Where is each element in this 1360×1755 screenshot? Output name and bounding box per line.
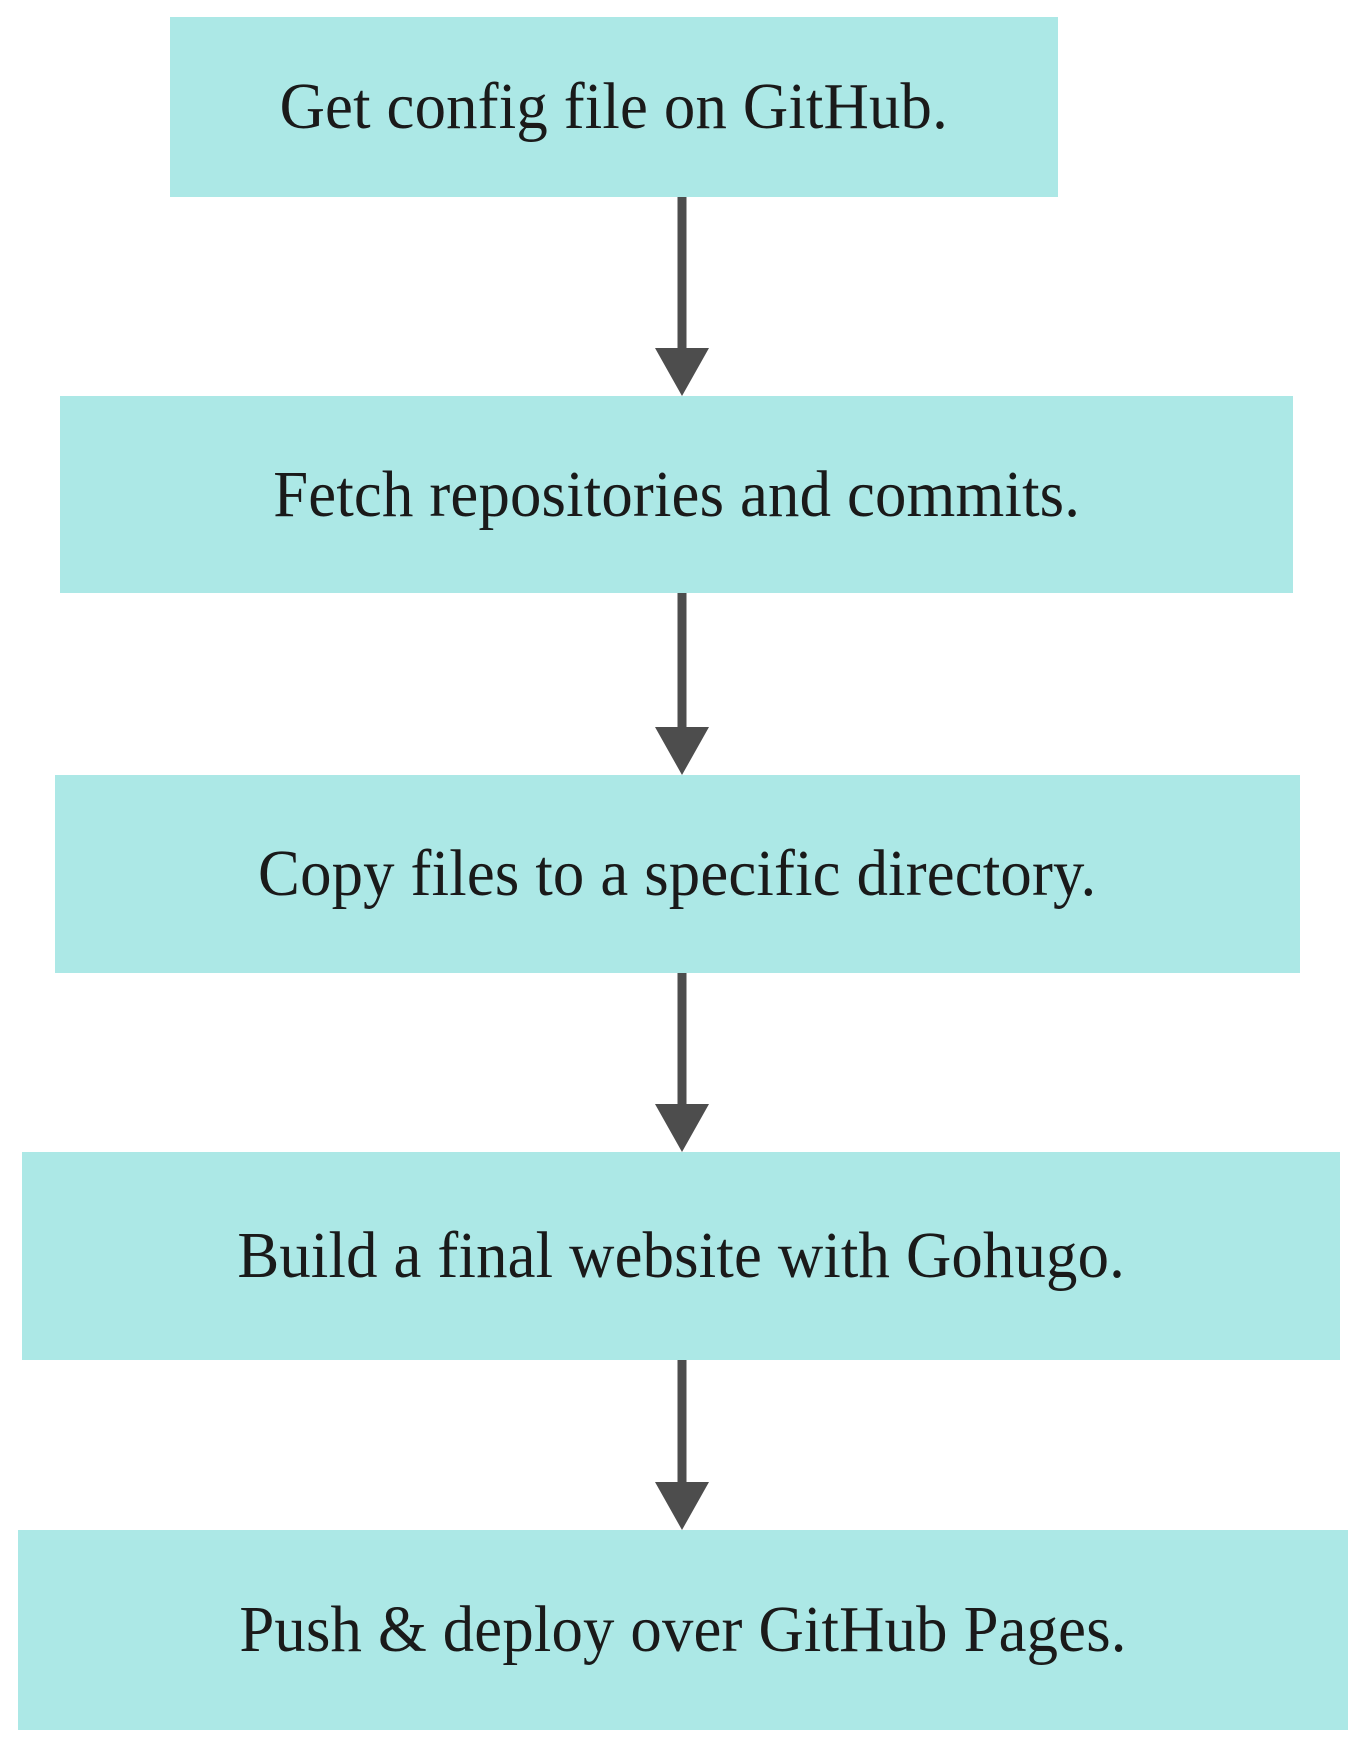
flow-node-label: Fetch repositories and commits. [273,457,1080,531]
flow-node-label: Get config file on GitHub. [279,70,949,144]
flow-node-label: Copy files to a specific directory. [258,837,1097,911]
flow-node-push-deploy[interactable]: Push & deploy over GitHub Pages. [18,1530,1348,1730]
flow-node-copy-files[interactable]: Copy files to a specific directory. [55,775,1300,973]
flow-arrow-2 [652,593,712,775]
flow-arrow-4 [652,1360,712,1530]
flow-node-label: Push & deploy over GitHub Pages. [239,1593,1127,1667]
flow-arrow-3 [652,973,712,1152]
flow-node-build-website[interactable]: Build a final website with Gohugo. [22,1152,1340,1360]
flow-node-fetch-repositories[interactable]: Fetch repositories and commits. [60,396,1293,593]
flow-node-label: Build a final website with Gohugo. [237,1219,1125,1293]
flow-arrow-1 [652,197,712,396]
flow-node-get-config-file[interactable]: Get config file on GitHub. [170,17,1058,197]
